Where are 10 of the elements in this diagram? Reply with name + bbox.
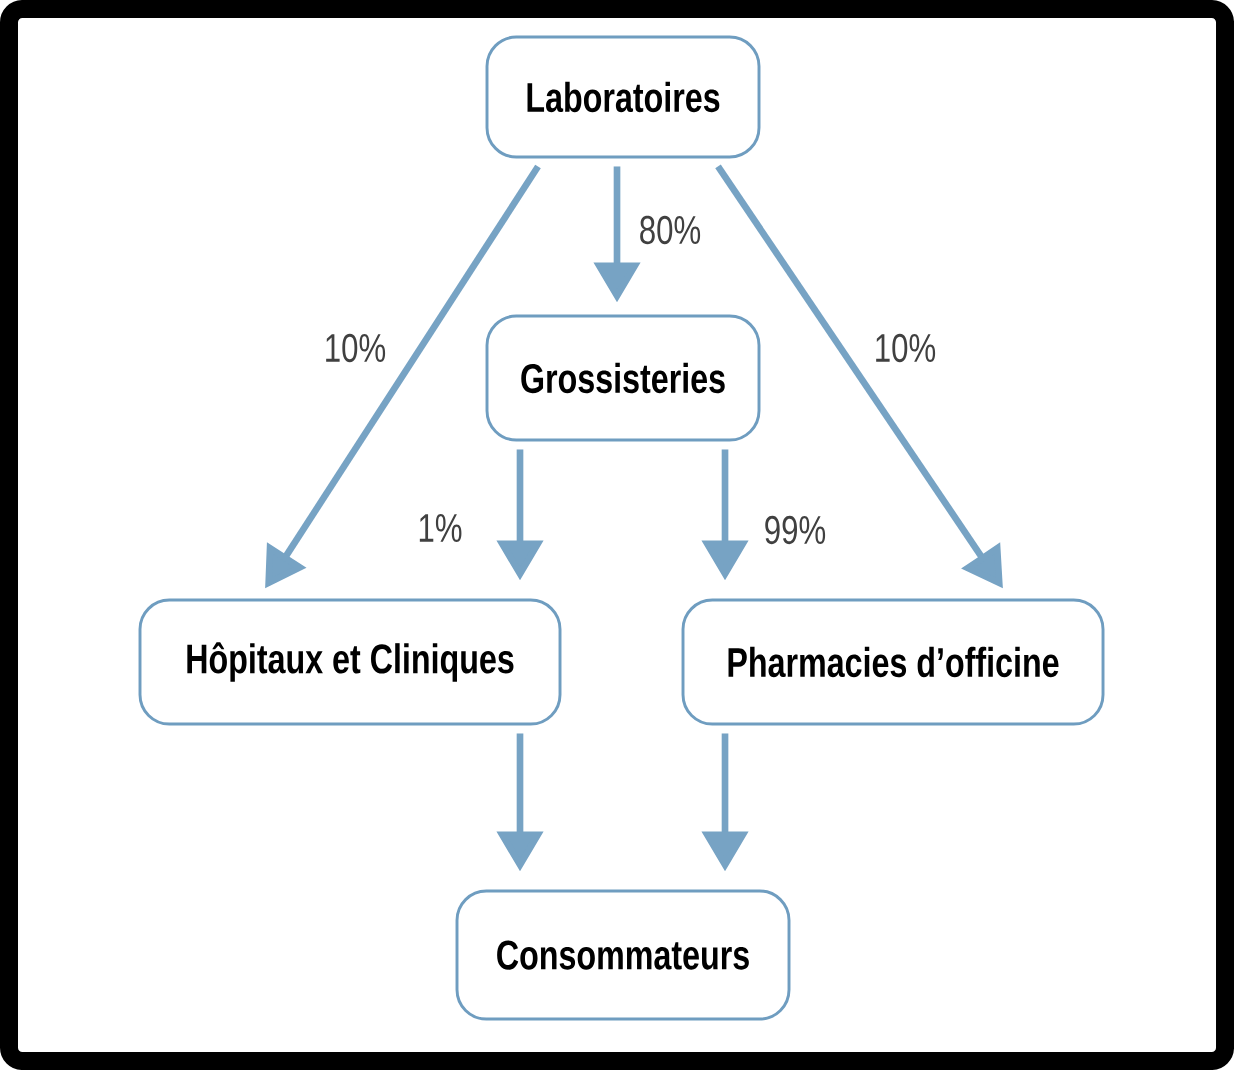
process-box: Pharmacies d’officine bbox=[681, 598, 1105, 726]
edge-label: 99% bbox=[761, 513, 829, 547]
process-box: Laboratoires bbox=[485, 35, 761, 159]
edge-label: 10% bbox=[321, 331, 389, 365]
edge-label: 1% bbox=[414, 511, 466, 545]
process-box: Consommateurs bbox=[455, 889, 791, 1021]
edge-label: 10% bbox=[871, 331, 939, 365]
process-box: Hôpitaux et Cliniques bbox=[138, 598, 562, 726]
edge-label: 80% bbox=[636, 213, 704, 247]
process-box: Grossisteries bbox=[485, 314, 761, 442]
